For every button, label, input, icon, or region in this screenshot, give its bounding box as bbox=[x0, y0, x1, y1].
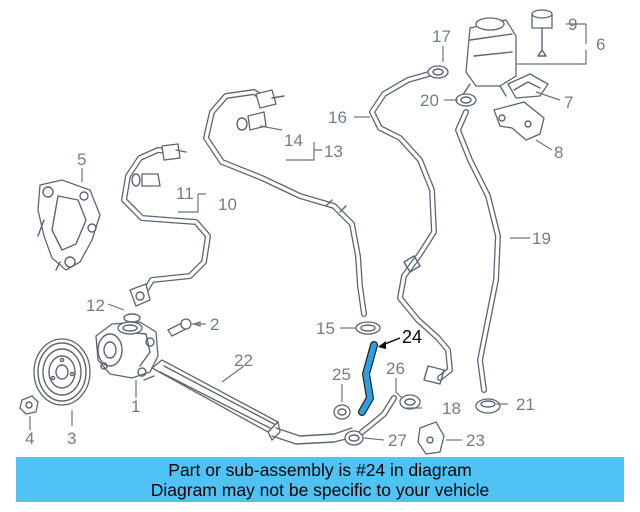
reservoir-bracket bbox=[507, 73, 549, 99]
callout-15: 15 bbox=[316, 319, 335, 338]
hose-clamp-18 bbox=[399, 394, 421, 410]
pump-bracket bbox=[37, 179, 101, 271]
reservoir-cap bbox=[531, 9, 553, 57]
callout-18: 18 bbox=[442, 399, 461, 418]
callout-1: 1 bbox=[131, 397, 140, 416]
cap-21 bbox=[475, 398, 501, 414]
callout-5: 5 bbox=[77, 150, 86, 169]
callout-2: 2 bbox=[210, 315, 219, 334]
seal-washer bbox=[131, 173, 161, 187]
hose-clamp-17 bbox=[427, 65, 449, 79]
callout-25: 25 bbox=[332, 365, 351, 384]
callout-4: 4 bbox=[25, 429, 34, 448]
leader-lines bbox=[29, 23, 587, 441]
hose-clamp-25 bbox=[333, 404, 351, 420]
callout-27: 27 bbox=[388, 431, 407, 450]
reservoir-hose bbox=[455, 109, 501, 393]
o-ring bbox=[123, 313, 141, 323]
highlighted-hose-24[interactable] bbox=[358, 341, 378, 416]
pump-bolt bbox=[167, 318, 192, 337]
callout-16: 16 bbox=[328, 108, 347, 127]
pulley-bolt bbox=[19, 395, 39, 415]
callout-9: 9 bbox=[568, 15, 577, 34]
callout-13: 13 bbox=[324, 142, 343, 161]
mounting-bracket bbox=[493, 101, 545, 141]
pulley bbox=[33, 338, 91, 406]
hose-clamp-15 bbox=[355, 321, 381, 335]
callout-22: 22 bbox=[234, 351, 253, 370]
power-steering-pump bbox=[95, 321, 159, 379]
bracket-23 bbox=[417, 421, 445, 455]
callout-19: 19 bbox=[532, 229, 551, 248]
callout-10: 10 bbox=[218, 195, 237, 214]
parts-diagram: 1 2 3 4 5 6 7 8 9 10 11 12 13 14 15 16 1… bbox=[19, 9, 605, 455]
callout-8: 8 bbox=[554, 143, 563, 162]
callout-labels: 1 2 3 4 5 6 7 8 9 10 11 12 13 14 15 16 1… bbox=[25, 15, 605, 450]
oil-cooler bbox=[143, 359, 353, 445]
callout-14: 14 bbox=[284, 131, 303, 150]
callout-12: 12 bbox=[86, 296, 105, 315]
callout-23: 23 bbox=[466, 431, 485, 450]
return-line bbox=[203, 89, 367, 317]
callout-6: 6 bbox=[596, 35, 605, 54]
banner-line-2: Diagram may not be specific to your vehi… bbox=[150, 480, 490, 500]
callout-24: 24 bbox=[402, 327, 422, 347]
pressure-line bbox=[121, 143, 211, 307]
callout-21: 21 bbox=[516, 395, 535, 414]
reservoir bbox=[461, 17, 517, 97]
callout-26: 26 bbox=[386, 359, 405, 378]
callout-11: 11 bbox=[176, 184, 194, 203]
info-banner: Part or sub-assembly is #24 in diagram D… bbox=[16, 457, 624, 502]
hose-clamp-27 bbox=[344, 430, 364, 446]
suction-hose bbox=[369, 69, 453, 385]
hose-clamp-20 bbox=[455, 93, 477, 107]
callout-17: 17 bbox=[432, 27, 451, 46]
callout-7: 7 bbox=[564, 93, 573, 112]
callout-20: 20 bbox=[420, 91, 439, 110]
banner-line-1: Part or sub-assembly is #24 in diagram bbox=[168, 460, 472, 480]
callout-3: 3 bbox=[67, 429, 76, 448]
hose-26 bbox=[359, 395, 397, 435]
